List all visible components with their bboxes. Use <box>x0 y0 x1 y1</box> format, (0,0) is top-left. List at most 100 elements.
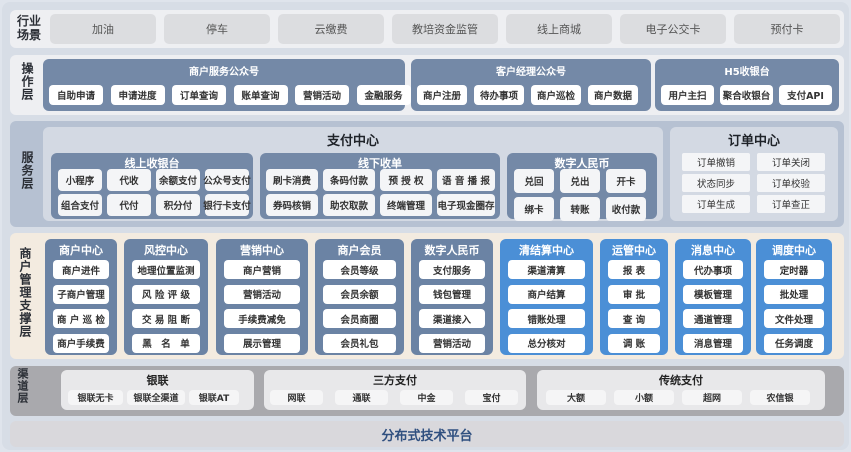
channel-item[interactable]: 网联 <box>270 390 323 405</box>
industry-item[interactable]: 加油 <box>50 14 156 44</box>
order-item[interactable]: 订单校验 <box>757 174 825 192</box>
merchant-item[interactable]: 查 询 <box>608 309 660 328</box>
operation-item[interactable]: 聚合收银台 <box>720 85 773 105</box>
order-item[interactable]: 订单关闭 <box>757 153 825 171</box>
channel-item[interactable]: 大额 <box>546 390 606 405</box>
channel-group-title: 银联 <box>146 374 169 387</box>
merchant-item[interactable]: 渠道接入 <box>419 309 485 328</box>
merchant-item[interactable]: 商户手续费 <box>53 333 109 353</box>
merchant-item[interactable]: 定时器 <box>764 260 824 279</box>
channel-item[interactable]: 农信银 <box>750 390 810 405</box>
merchant-item[interactable]: 批处理 <box>764 284 824 304</box>
merchant-item[interactable]: 渠道清算 <box>508 260 585 279</box>
merchant-item[interactable]: 钱包管理 <box>419 284 485 304</box>
industry-item[interactable]: 线上商城 <box>506 14 612 44</box>
payment-item[interactable]: 收付款 <box>606 197 646 221</box>
payment-item[interactable]: 公众号支付 <box>203 169 251 191</box>
industry-item[interactable]: 电子公交卡 <box>620 14 726 44</box>
payment-item[interactable]: 余额支付 <box>156 169 200 191</box>
channel-item[interactable]: 宝付 <box>465 390 518 405</box>
operation-item[interactable]: 订单查询 <box>172 85 226 105</box>
merchant-item[interactable]: 审 批 <box>608 284 660 304</box>
merchant-item[interactable]: 商户结算 <box>508 284 585 304</box>
operation-item[interactable]: 支付API <box>779 85 832 105</box>
merchant-item[interactable]: 任务调度 <box>764 333 824 353</box>
order-item[interactable]: 订单撤销 <box>682 153 750 171</box>
channel-item[interactable]: 通联 <box>335 390 388 405</box>
payment-item[interactable]: 组合支付 <box>58 194 102 216</box>
merchant-item[interactable]: 展示管理 <box>224 333 300 353</box>
payment-item[interactable]: 条码付款 <box>323 169 375 191</box>
payment-subgroup-title: 数字人民币 <box>554 157 610 170</box>
operation-item[interactable]: 自助申请 <box>49 85 103 105</box>
merchant-item[interactable]: 代办事项 <box>683 260 743 279</box>
merchant-item[interactable]: 商 户 巡 检 <box>53 309 109 328</box>
payment-item[interactable]: 绑卡 <box>514 197 554 221</box>
channel-item[interactable]: 银联全渠道 <box>127 390 185 405</box>
operation-item[interactable]: 待办事项 <box>474 85 524 105</box>
operation-item[interactable]: 申请进度 <box>110 85 165 105</box>
merchant-item[interactable]: 文件处理 <box>764 309 824 328</box>
channel-item[interactable]: 超网 <box>682 390 742 405</box>
operation-item[interactable]: 金融服务 <box>356 85 411 105</box>
order-item[interactable]: 订单查正 <box>757 195 825 213</box>
merchant-item[interactable]: 会员余额 <box>323 284 396 304</box>
channel-item[interactable]: 小额 <box>614 390 674 405</box>
payment-item[interactable]: 电子现金圈存 <box>437 194 495 216</box>
payment-item[interactable]: 转账 <box>560 197 600 221</box>
payment-item[interactable]: 代收 <box>107 169 151 191</box>
channel-item[interactable]: 中金 <box>400 390 453 405</box>
payment-item[interactable]: 兑回 <box>514 169 554 193</box>
payment-item[interactable]: 积分付 <box>156 194 200 216</box>
merchant-layer-label: 商户管理支撑层 <box>18 247 32 338</box>
operation-item[interactable]: 商户数据 <box>588 85 638 105</box>
payment-item[interactable]: 兑出 <box>560 169 600 193</box>
merchant-item[interactable]: 营销活动 <box>419 333 485 353</box>
industry-item[interactable]: 云缴费 <box>278 14 384 44</box>
merchant-item[interactable]: 商户进件 <box>53 260 109 279</box>
channel-item[interactable]: 银联无卡 <box>68 390 123 405</box>
payment-item[interactable]: 小程序 <box>58 169 102 191</box>
merchant-item[interactable]: 风 险 评 级 <box>132 284 200 304</box>
payment-item[interactable]: 银行卡支付 <box>203 194 251 216</box>
industry-item[interactable]: 预付卡 <box>734 14 840 44</box>
merchant-item[interactable]: 手续费减免 <box>224 309 300 328</box>
merchant-item[interactable]: 营销活动 <box>224 284 300 304</box>
merchant-group-title: 商户会员 <box>337 244 382 257</box>
payment-item[interactable]: 开卡 <box>606 169 646 193</box>
merchant-item[interactable]: 支付服务 <box>419 260 485 279</box>
operation-item[interactable]: 商户巡检 <box>531 85 581 105</box>
payment-item[interactable]: 代付 <box>107 194 151 216</box>
merchant-item[interactable]: 会员商圈 <box>323 309 396 328</box>
payment-item[interactable]: 预 授 权 <box>380 169 432 191</box>
industry-item[interactable]: 教培资金监管 <box>392 14 498 44</box>
payment-item[interactable]: 终端管理 <box>380 194 432 216</box>
merchant-item[interactable]: 消息管理 <box>683 333 743 353</box>
merchant-item[interactable]: 黑 名 单 <box>132 333 200 353</box>
merchant-group: 风控中心地理位置监测风 险 评 级交 易 阻 断黑 名 单 <box>124 239 208 355</box>
merchant-item[interactable]: 错账处理 <box>508 309 585 328</box>
operation-item[interactable]: 商户注册 <box>417 85 467 105</box>
merchant-item[interactable]: 通道管理 <box>683 309 743 328</box>
payment-item[interactable]: 刷卡消费 <box>266 169 318 191</box>
merchant-item[interactable]: 交 易 阻 断 <box>132 309 200 328</box>
merchant-item[interactable]: 地理位置监测 <box>132 260 200 279</box>
merchant-item[interactable]: 总分核对 <box>508 333 585 353</box>
payment-item[interactable]: 助农取款 <box>323 194 375 216</box>
operation-item[interactable]: 营销活动 <box>295 85 349 105</box>
order-item[interactable]: 状态同步 <box>682 174 750 192</box>
payment-item[interactable]: 券码核销 <box>266 194 318 216</box>
merchant-item[interactable]: 模板管理 <box>683 284 743 304</box>
merchant-item[interactable]: 会员等级 <box>323 260 396 279</box>
channel-item[interactable]: 银联AT <box>189 390 239 405</box>
merchant-item[interactable]: 商户营销 <box>224 260 300 279</box>
operation-item[interactable]: 用户主扫 <box>661 85 714 105</box>
merchant-item[interactable]: 调 账 <box>608 333 660 353</box>
merchant-item[interactable]: 报 表 <box>608 260 660 279</box>
merchant-item[interactable]: 会员礼包 <box>323 333 396 353</box>
order-item[interactable]: 订单生成 <box>682 195 750 213</box>
industry-item[interactable]: 停车 <box>164 14 270 44</box>
merchant-item[interactable]: 子商户管理 <box>53 284 109 304</box>
payment-item[interactable]: 语 音 播 报 <box>437 169 495 191</box>
operation-item[interactable]: 账单查询 <box>233 85 288 105</box>
